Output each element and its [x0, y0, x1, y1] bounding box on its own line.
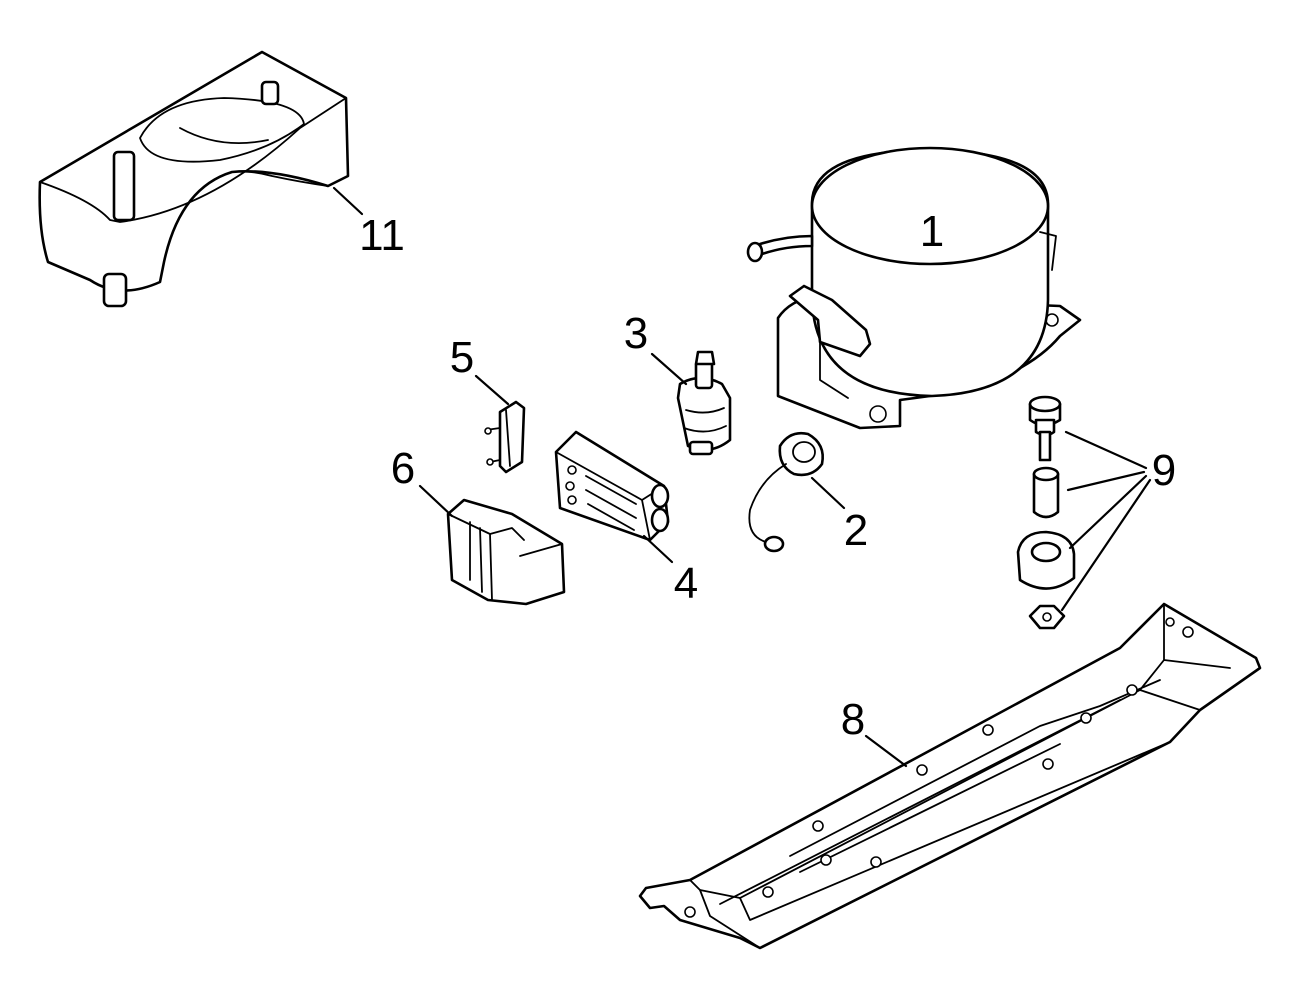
- mounting-hardware-part-9: [1016, 395, 1076, 630]
- callout-5: 5: [450, 333, 474, 382]
- base-plate-part-8: [638, 602, 1262, 950]
- callout-11: 11: [359, 211, 405, 260]
- overload-protector-part-2: [748, 431, 824, 553]
- callout-6: 6: [391, 444, 415, 493]
- callout-1: 1: [920, 207, 944, 256]
- leader-lines: [332, 186, 1152, 768]
- callout-9: 9: [1152, 446, 1176, 495]
- clip-part-5: [484, 400, 526, 474]
- callout-3: 3: [624, 309, 648, 358]
- relay-part-3: [676, 350, 732, 456]
- terminal-cover-part-6: [446, 498, 566, 606]
- drain-pan-part-11: [38, 50, 350, 308]
- callout-2: 2: [844, 506, 868, 555]
- callout-8: 8: [841, 695, 865, 744]
- compressor-part-1: [746, 146, 1082, 430]
- callout-4: 4: [674, 559, 698, 608]
- relay-cover-part-4: [554, 430, 670, 542]
